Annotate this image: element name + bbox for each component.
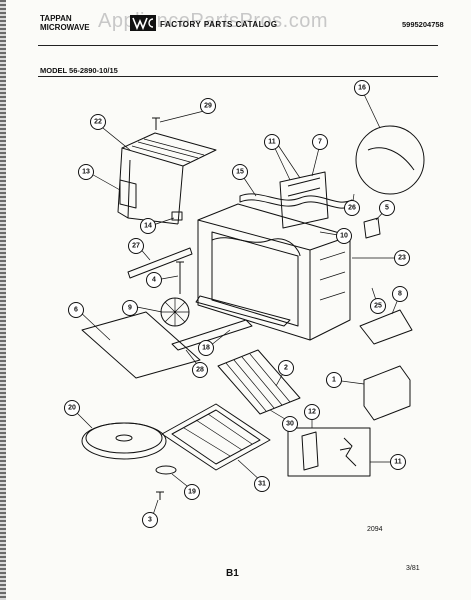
callout-label: 16 <box>358 85 366 92</box>
callout-22: 22 <box>90 114 106 130</box>
callout-12: 12 <box>304 404 320 420</box>
top-grille-part <box>239 193 353 209</box>
flat-panel-part <box>81 311 201 379</box>
callout-2: 2 <box>278 360 294 376</box>
callout-label: 14 <box>144 223 152 230</box>
callout-label: 7 <box>318 139 322 146</box>
header-rule <box>38 45 438 46</box>
callout-label: 1 <box>332 377 336 384</box>
model-rule <box>38 76 438 77</box>
callout-20: 20 <box>64 400 80 416</box>
diagram-code: 2094 <box>367 526 383 533</box>
brand-name: TAPPAN MICROWAVE <box>40 14 90 32</box>
callout-label: 6 <box>74 307 78 314</box>
catalog-part-number: 5995204758 <box>402 20 444 29</box>
callout-label: 20 <box>68 405 76 412</box>
callout-28: 28 <box>192 362 208 378</box>
oven-rack-part <box>217 349 301 415</box>
scan-edge <box>0 0 6 600</box>
screw-part <box>152 117 160 130</box>
cover-bracket-part <box>119 179 137 209</box>
callout-31: 31 <box>254 476 270 492</box>
bottom-bracket-part <box>171 295 291 351</box>
callout-label: 4 <box>152 277 156 284</box>
callout-label: 10 <box>340 233 348 240</box>
callout-label: 8 <box>398 291 402 298</box>
stirrer-fan-part <box>160 297 190 327</box>
callout-label: 29 <box>204 103 212 110</box>
turntable-part <box>81 422 167 460</box>
callout-label: 23 <box>398 255 406 262</box>
print-date: 3/81 <box>406 565 420 572</box>
callout-label: 25 <box>374 303 382 310</box>
callout-label: 13 <box>82 169 90 176</box>
callout-label: 5 <box>385 205 389 212</box>
callout-1: 1 <box>326 372 342 388</box>
callout-label: 30 <box>286 421 294 428</box>
callout-10: 10 <box>336 228 352 244</box>
duct-part <box>363 365 411 421</box>
callout-11-top: 11 <box>264 134 280 150</box>
callout-26: 26 <box>344 200 360 216</box>
callout-label: 19 <box>188 489 196 496</box>
callout-16: 16 <box>354 80 370 96</box>
model-label: MODEL 56-2890-10/15 <box>40 66 118 75</box>
callout-label: 3 <box>148 517 152 524</box>
callout-19: 19 <box>184 484 200 500</box>
callout-label: 11 <box>394 459 402 466</box>
page-id: B1 <box>226 568 239 579</box>
callout-13: 13 <box>78 164 94 180</box>
hinge-pin-part <box>176 261 184 294</box>
wci-logo <box>130 15 156 31</box>
callout-label: 31 <box>258 481 266 488</box>
callout-5: 5 <box>379 200 395 216</box>
callout-25: 25 <box>370 298 386 314</box>
callout-label: 18 <box>202 345 210 352</box>
knob-part <box>171 211 183 221</box>
callout-label: 28 <box>196 367 204 374</box>
parts-box <box>287 427 371 477</box>
callout-9: 9 <box>122 300 138 316</box>
tray-part <box>161 403 271 471</box>
callout-11-box: 11 <box>390 454 406 470</box>
control-panel-part <box>279 171 329 229</box>
callout-label: 11 <box>268 139 276 146</box>
detail-circle <box>355 125 425 195</box>
callout-14: 14 <box>140 218 156 234</box>
callout-label: 15 <box>236 169 244 176</box>
callout-label: 9 <box>128 305 132 312</box>
cabinet-part <box>197 203 351 341</box>
leader-lines <box>71 89 402 519</box>
outer-cover-part <box>117 132 217 225</box>
callout-4: 4 <box>146 272 162 288</box>
callout-label: 2 <box>284 365 288 372</box>
callout-15: 15 <box>232 164 248 180</box>
catalog-title: FACTORY PARTS CATALOG <box>160 20 278 29</box>
callout-label: 22 <box>94 119 102 126</box>
callout-label: 12 <box>308 409 316 416</box>
callout-6: 6 <box>68 302 84 318</box>
callout-18: 18 <box>198 340 214 356</box>
callout-29: 29 <box>200 98 216 114</box>
callout-label: 26 <box>348 205 356 212</box>
callout-3: 3 <box>142 512 158 528</box>
clip-part <box>363 217 381 239</box>
callout-23: 23 <box>394 250 410 266</box>
brand-line-1: TAPPAN <box>40 14 72 23</box>
brand-line-2: MICROWAVE <box>40 23 90 32</box>
coupler-part <box>155 465 177 500</box>
side-shield-part <box>359 309 413 345</box>
callout-27: 27 <box>128 238 144 254</box>
callout-8: 8 <box>392 286 408 302</box>
rail-part <box>127 247 193 279</box>
callout-30: 30 <box>282 416 298 432</box>
callout-label: 27 <box>132 243 140 250</box>
callout-7: 7 <box>312 134 328 150</box>
